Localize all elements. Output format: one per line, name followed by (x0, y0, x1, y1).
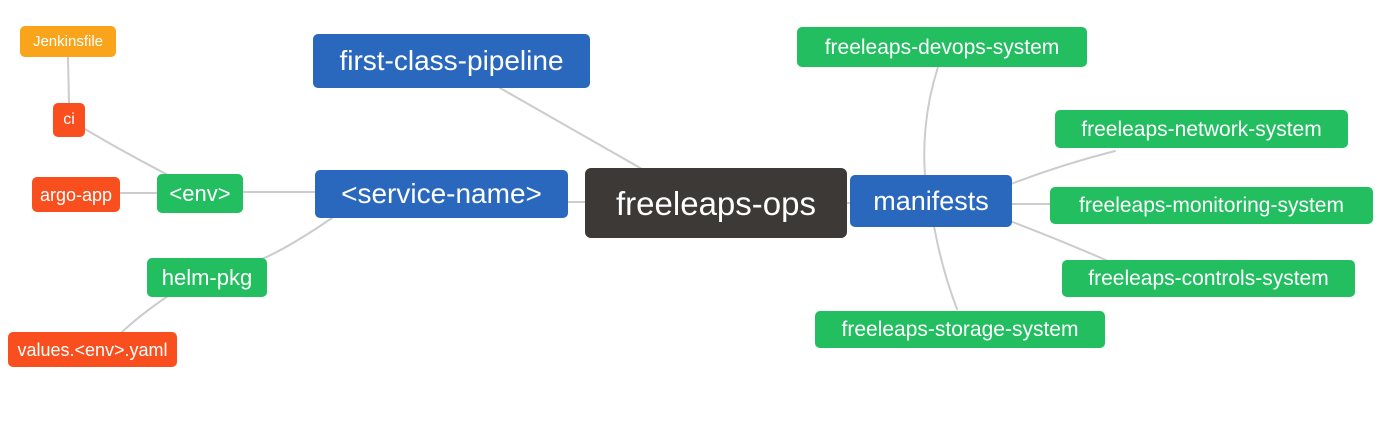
node-ci[interactable]: ci (53, 103, 85, 137)
node-helm-pkg[interactable]: helm-pkg (147, 258, 267, 297)
node-freeleaps-network-system[interactable]: freeleaps-network-system (1055, 110, 1348, 148)
edge-manifests-controls (1009, 220, 1109, 262)
edge-jenkinsfile-ci (67, 56, 70, 105)
node-first-class-pipeline[interactable]: first-class-pipeline (313, 34, 590, 88)
node-service-name[interactable]: <service-name> (315, 170, 568, 218)
node-jenkinsfile[interactable]: Jenkinsfile (20, 26, 116, 57)
edge-manifests-storage (933, 225, 958, 310)
node-values-env-yaml[interactable]: values.<env>.yaml (8, 332, 177, 367)
edge-ci-env (84, 128, 169, 176)
node-freeleaps-storage-system[interactable]: freeleaps-storage-system (815, 311, 1105, 348)
node-argo-app[interactable]: argo-app (32, 177, 120, 212)
edge-manifests-network (1010, 150, 1116, 185)
node-freeleaps-controls-system[interactable]: freeleaps-controls-system (1062, 260, 1355, 297)
edge-service-helm (261, 217, 333, 260)
node-env[interactable]: <env> (157, 174, 243, 213)
edge-helm-values (121, 295, 169, 333)
edge-manifests-devops (923, 66, 939, 177)
node-manifests[interactable]: manifests (850, 175, 1012, 227)
node-freeleaps-ops-root[interactable]: freeleaps-ops (585, 168, 847, 238)
edge-pipeline-ops (499, 87, 650, 174)
node-freeleaps-monitoring-system[interactable]: freeleaps-monitoring-system (1050, 187, 1373, 224)
node-freeleaps-devops-system[interactable]: freeleaps-devops-system (797, 27, 1087, 67)
